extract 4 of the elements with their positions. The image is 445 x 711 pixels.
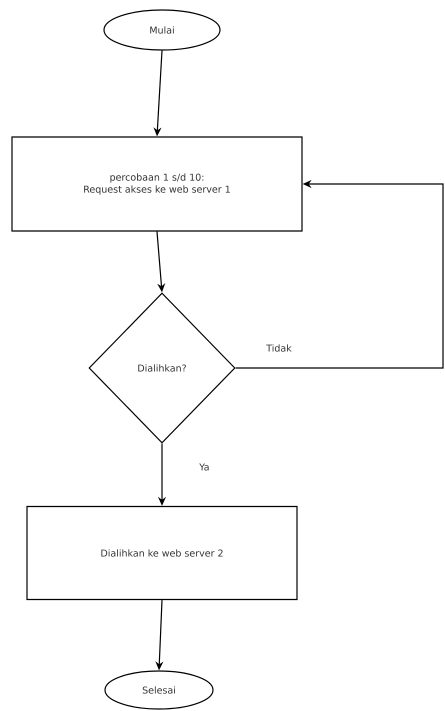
process-box: Dialihkan ke web server 2 — [26, 506, 298, 600]
edge-label: Tidak — [265, 343, 293, 353]
edge-label: Ya — [198, 462, 211, 472]
process-box: percobaan 1 s/d 10: Request akses ke web server 1 — [11, 136, 303, 232]
